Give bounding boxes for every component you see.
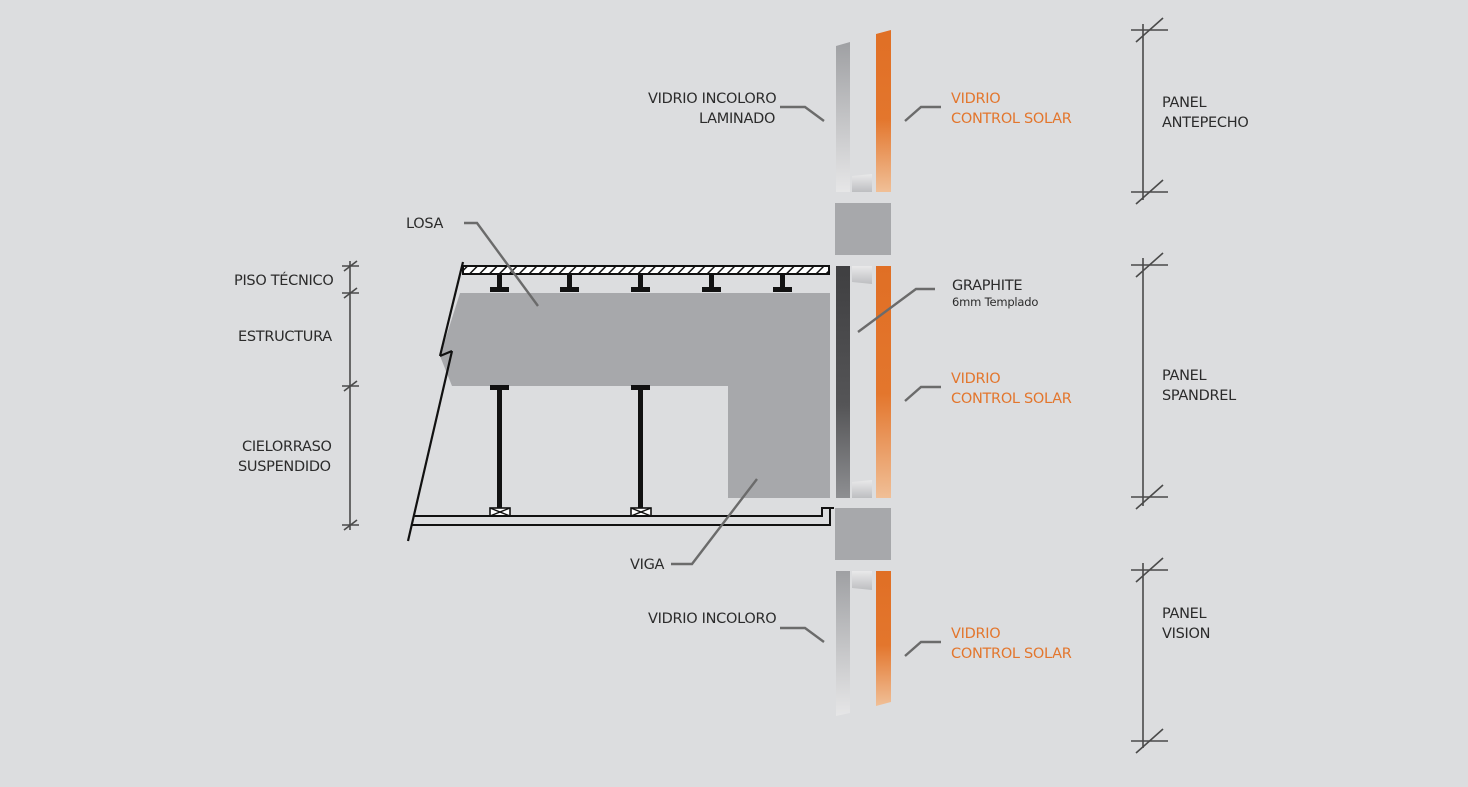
cielorraso-ceiling <box>412 507 834 526</box>
label-panel-vision-line1: PANEL <box>1162 606 1207 622</box>
dimension-vision <box>1131 557 1168 754</box>
label-control-solar-bot-line1: VIDRIO <box>951 626 1000 642</box>
dimension-antepecho <box>1131 17 1168 205</box>
label-control-solar-mid-line2: CONTROL SOLAR <box>951 391 1072 407</box>
label-control-solar-top-line2: CONTROL SOLAR <box>951 111 1072 127</box>
label-control-solar-top-line1: VIDRIO <box>951 91 1000 107</box>
floor-pedestals <box>490 274 792 292</box>
label-panel-vision-line2: VISION <box>1162 626 1210 642</box>
label-panel-spandrel-line1: PANEL <box>1162 368 1207 384</box>
label-cielorraso-line1: CIELORRASO <box>242 439 332 455</box>
glass-antepecho <box>836 30 891 192</box>
left-dimension-line <box>342 260 359 531</box>
label-vidrio-incoloro-laminado-line1: VIDRIO INCOLORO <box>648 91 776 107</box>
label-viga: VIGA <box>630 557 665 573</box>
label-panel-spandrel-line2: SPANDREL <box>1162 388 1236 404</box>
ceiling-hangers <box>489 385 652 517</box>
label-cielorraso-line2: SUSPENDIDO <box>238 459 331 475</box>
slab-edge-bottom <box>835 508 891 560</box>
glass-spandrel <box>836 266 891 498</box>
dimension-spandrel <box>1131 252 1168 510</box>
losa-slab <box>440 293 830 498</box>
label-control-solar-bot-line2: CONTROL SOLAR <box>951 646 1072 662</box>
slab-edge-top <box>835 203 891 255</box>
piso-tecnico-floor <box>462 265 830 275</box>
label-vidrio-incoloro-laminado-line2: LAMINADO <box>699 111 775 127</box>
label-piso-tecnico: PISO TÉCNICO <box>234 272 333 289</box>
label-panel-antepecho-line2: ANTEPECHO <box>1162 115 1248 131</box>
label-control-solar-mid-line1: VIDRIO <box>951 371 1000 387</box>
label-vidrio-incoloro: VIDRIO INCOLORO <box>648 611 776 627</box>
leader-lines <box>464 105 941 657</box>
label-graphite: GRAPHITE <box>952 278 1022 294</box>
glass-vision <box>836 571 891 716</box>
break-line <box>406 261 465 542</box>
label-estructura: ESTRUCTURA <box>238 329 332 345</box>
label-graphite-sub: 6mm Templado <box>952 295 1038 309</box>
label-panel-antepecho-line1: PANEL <box>1162 95 1207 111</box>
label-losa: LOSA <box>406 216 444 232</box>
